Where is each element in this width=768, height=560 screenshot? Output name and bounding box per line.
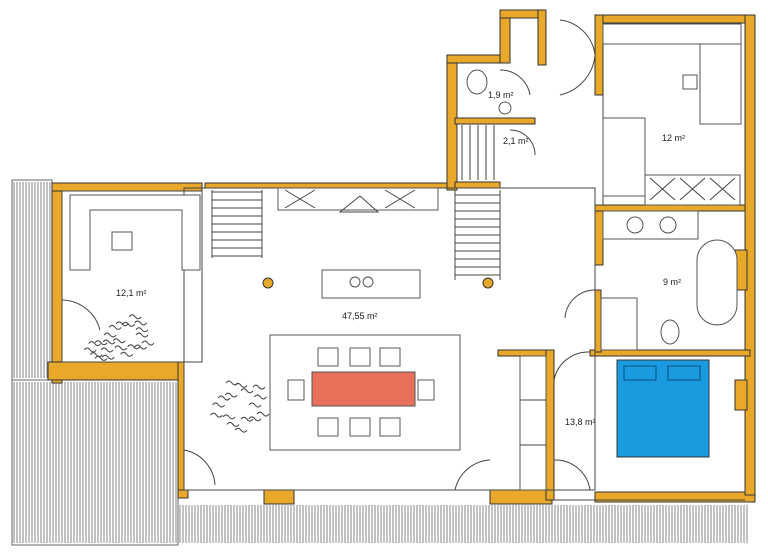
plants xyxy=(83,314,270,433)
area-label-bedroom-top: 12 m² xyxy=(662,133,686,143)
area-label-laundry: 2,1 m² xyxy=(503,136,529,146)
bedroom-top-furniture xyxy=(602,23,742,206)
door-swings xyxy=(61,19,596,491)
columns xyxy=(262,277,494,289)
area-label-bathroom: 9 m² xyxy=(663,277,681,287)
terrace-decking xyxy=(11,179,748,546)
dining-table xyxy=(311,371,416,407)
dining-area xyxy=(269,334,461,451)
wardrobe xyxy=(519,355,547,491)
bed xyxy=(616,359,710,458)
bathroom-fixtures xyxy=(600,210,738,351)
area-label-living: 47,55 m² xyxy=(342,311,378,321)
bed-main xyxy=(616,359,710,458)
walls xyxy=(47,9,756,505)
top-bath-fixtures xyxy=(466,69,512,115)
study-sofa xyxy=(69,194,201,271)
area-label-study: 12,1 m² xyxy=(116,288,147,298)
kitchen xyxy=(277,187,439,299)
staircase xyxy=(211,125,501,280)
area-label-bedroom-main: 13,8 m² xyxy=(565,417,596,427)
area-label-bath-top: 1,9 m² xyxy=(488,90,514,100)
